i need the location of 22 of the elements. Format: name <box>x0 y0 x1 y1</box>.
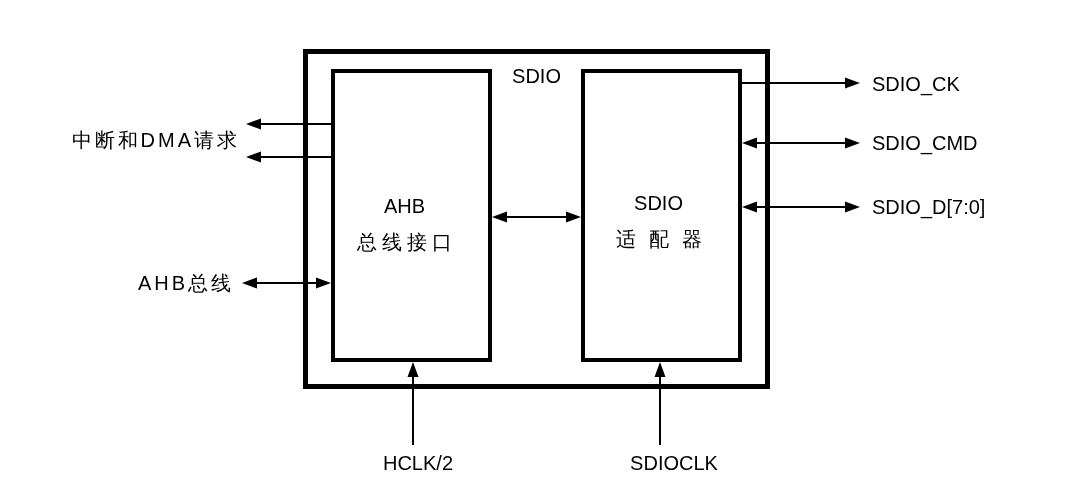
block-box <box>581 69 742 362</box>
double-arrow <box>492 211 581 223</box>
double-arrow <box>242 277 331 289</box>
arrow <box>246 118 332 130</box>
module-box <box>303 49 770 389</box>
double-arrow <box>742 201 860 213</box>
arrow <box>246 151 332 163</box>
double-arrow <box>742 137 860 149</box>
signal-label: SDIOCLK <box>624 445 724 475</box>
signal-label: SDIO_CK <box>860 72 966 96</box>
arrow <box>407 362 419 446</box>
arrow <box>741 77 860 89</box>
signal-label: HCLK/2 <box>377 445 459 475</box>
block-box <box>331 69 492 362</box>
signal-label: SDIO_D[7:0] <box>860 195 992 219</box>
block-label: SDIO 适配器 <box>614 191 715 252</box>
signal-label: AHB总线 <box>131 271 242 295</box>
block-label: AHB 总线接口 <box>356 194 457 255</box>
module-title: SDIO <box>512 64 561 88</box>
signal-label: 中断和DMA请求 <box>65 117 246 163</box>
signal-label: SDIO_CMD <box>860 131 984 155</box>
arrow <box>654 362 666 446</box>
